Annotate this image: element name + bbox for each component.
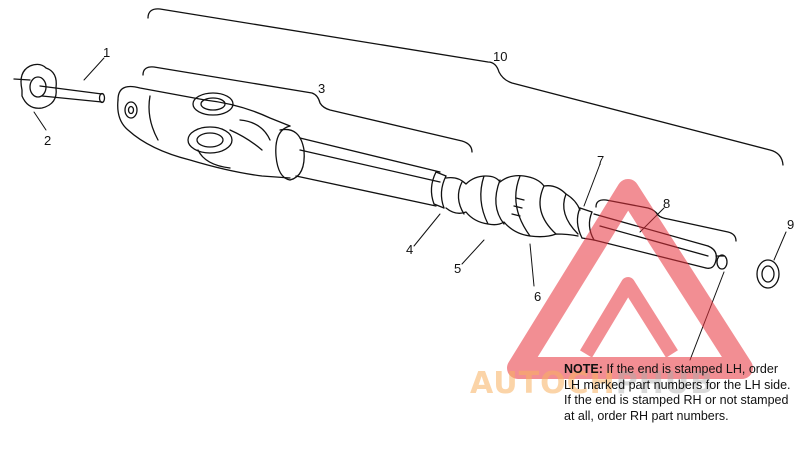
callout-7: 7 [597, 153, 605, 168]
note-text: If the end is stamped LH, order LH marke… [564, 362, 791, 423]
part-boot-clamp-inner [430, 171, 447, 209]
part-lock-plate [13, 63, 57, 109]
brace-10 [147, 8, 784, 166]
leader-lines [33, 57, 787, 361]
callout-2: 2 [44, 133, 52, 148]
callout-9: 9 [787, 217, 795, 232]
callout-10: 10 [493, 49, 508, 64]
note-block: NOTE: If the end is stamped LH, order LH… [564, 362, 796, 424]
callout-8: 8 [663, 196, 671, 211]
part-shaft [295, 137, 441, 207]
watermark-text-part2: PHUB [615, 366, 715, 401]
watermark-text: AUTOCHPHUB [470, 366, 714, 401]
callout-5: 5 [454, 261, 462, 276]
callout-4: 4 [406, 242, 414, 257]
part-outer-joint [117, 85, 305, 181]
part-circlip [756, 259, 780, 289]
watermark-text-part1: AUTOCH [470, 366, 616, 401]
callout-1: 1 [103, 45, 111, 60]
brace-3 [142, 66, 473, 153]
callout-6: 6 [534, 289, 542, 304]
watermark-logo [507, 179, 753, 379]
callout-3: 3 [318, 81, 326, 96]
part-pin [39, 85, 106, 104]
note-label: NOTE: [564, 362, 603, 376]
brace-8 [595, 199, 737, 242]
part-boot [445, 174, 581, 238]
